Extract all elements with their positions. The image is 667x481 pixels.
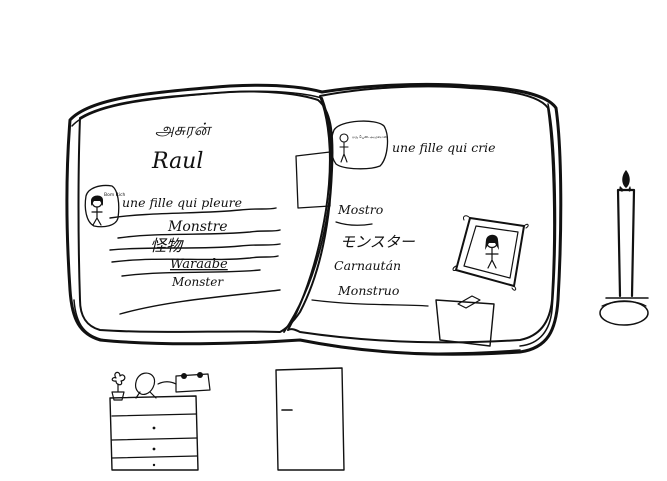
word-right-2: モンスター <box>340 233 416 251</box>
word-left-1: Monstre <box>167 219 228 235</box>
crying-girl-portrait: Bom Rich <box>84 184 126 228</box>
word-right-3: Carnaután <box>334 258 401 273</box>
open-book <box>65 82 563 356</box>
shouting-girl-portrait: ஒரு பெண் அழுகிறாள் <box>330 120 389 170</box>
sticky-note-left <box>295 151 331 209</box>
right-page-content: ஒரு பெண் அழுகிறாள் une fille qui crie Mo… <box>311 120 529 347</box>
left-page-content: அசுரன் Raul Bom Rich une fille qui pleur… <box>84 120 331 315</box>
candle-flame-icon <box>622 170 630 188</box>
flower-icon <box>111 371 126 386</box>
phrase-left: une fille qui pleure <box>122 195 242 210</box>
name-heading: Raul <box>151 149 203 174</box>
word-left-2: 怪物 <box>150 236 184 255</box>
word-left-4: Monster <box>171 275 224 289</box>
phrase-right: une fille qui crie <box>392 140 496 155</box>
candle-stand <box>599 170 649 326</box>
word-right-1: Mostro <box>337 202 383 217</box>
framed-portrait <box>452 215 529 291</box>
figurine-icon <box>135 372 156 395</box>
word-right-4: Monstruo <box>337 283 399 298</box>
portrait-caption-left: Bom Rich <box>104 192 126 198</box>
clipped-note <box>435 295 495 347</box>
door <box>275 367 345 471</box>
left-page <box>77 90 334 333</box>
portrait-caption-right: ஒரு பெண் அழுகிறாள் <box>352 135 387 139</box>
dresser <box>109 371 211 471</box>
right-page <box>287 85 556 344</box>
word-left-3: Waraabe <box>170 257 228 272</box>
tamil-title: அசுரன் <box>155 120 213 140</box>
